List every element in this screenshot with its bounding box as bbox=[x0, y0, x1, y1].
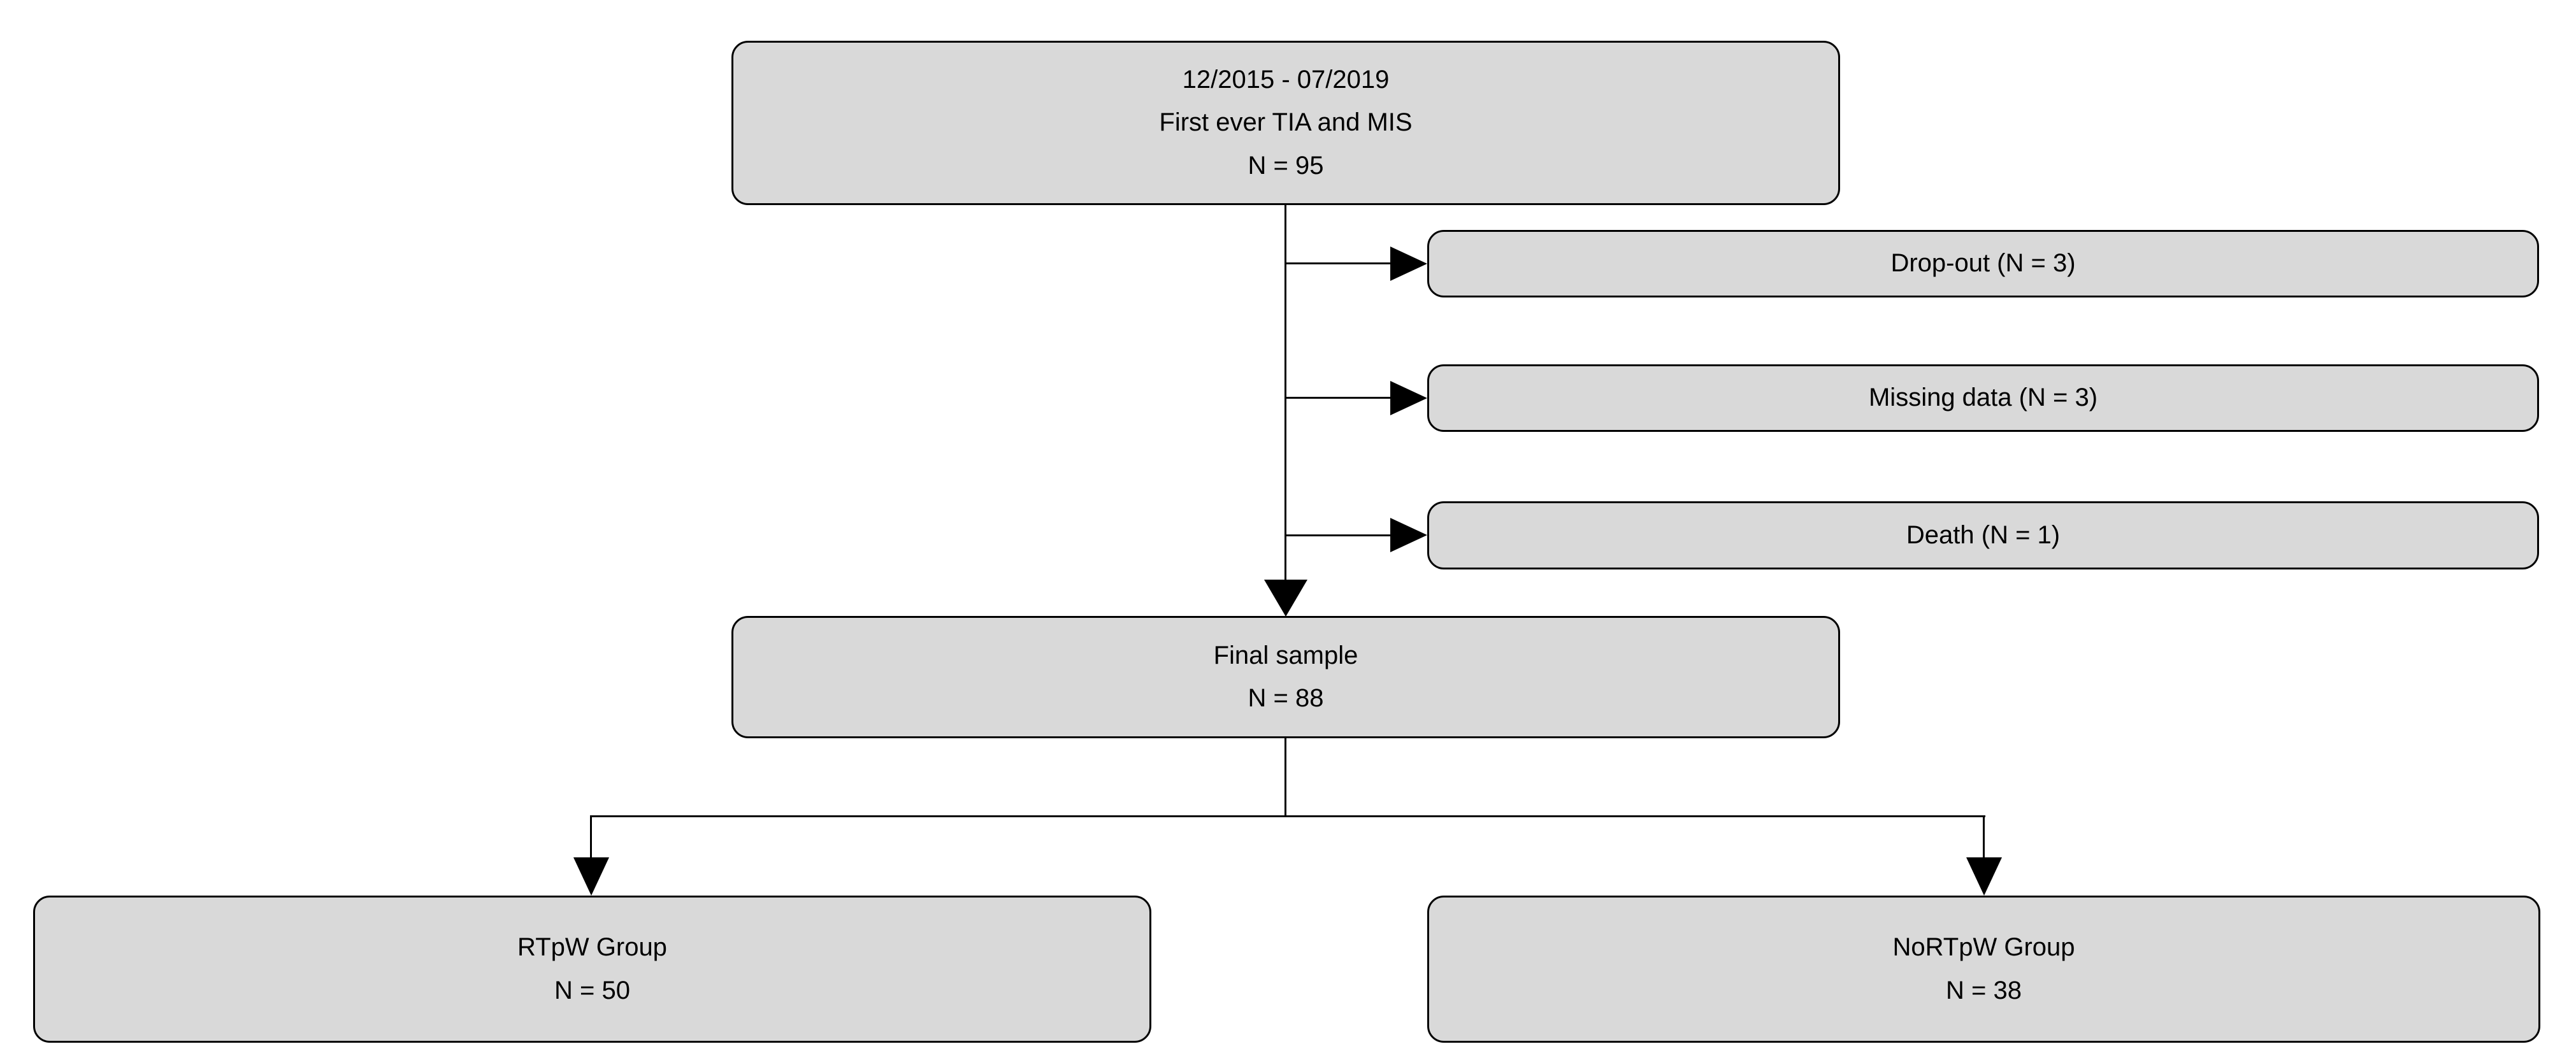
node-drop-out: Drop-out (N = 3) bbox=[1427, 230, 2539, 297]
arrow-down-icon bbox=[1264, 580, 1307, 617]
connector-source-to-final bbox=[1284, 205, 1286, 581]
node-first-ever-tia-mis-title: First ever TIA and MIS bbox=[1159, 108, 1413, 137]
connector-branch-missing-data bbox=[1284, 397, 1390, 399]
node-drop-out-label: Drop-out (N = 3) bbox=[1890, 249, 2076, 278]
connector-split-to-nortpw bbox=[1983, 815, 1985, 857]
connector-final-stem bbox=[1284, 738, 1286, 817]
node-final-sample-count: N = 88 bbox=[1248, 684, 1324, 712]
node-rtpw-group-title: RTpW Group bbox=[517, 933, 667, 962]
node-missing-data-label: Missing data (N = 3) bbox=[1868, 383, 2098, 412]
node-death: Death (N = 1) bbox=[1427, 501, 2539, 569]
node-rtpw-group: RTpW Group N = 50 bbox=[33, 896, 1151, 1043]
arrow-right-icon bbox=[1390, 518, 1427, 552]
connector-split-horizontal bbox=[590, 815, 1985, 817]
arrow-right-icon bbox=[1390, 247, 1427, 281]
arrow-down-icon bbox=[573, 857, 609, 896]
connector-branch-drop-out bbox=[1284, 262, 1390, 264]
node-nortpw-group-count: N = 38 bbox=[1946, 976, 2022, 1005]
node-first-ever-tia-mis-period: 12/2015 - 07/2019 bbox=[1182, 66, 1390, 94]
node-first-ever-tia-mis: 12/2015 - 07/2019 First ever TIA and MIS… bbox=[731, 41, 1840, 205]
node-nortpw-group: NoRTpW Group N = 38 bbox=[1427, 896, 2540, 1043]
node-rtpw-group-count: N = 50 bbox=[554, 976, 630, 1005]
connector-branch-death bbox=[1284, 534, 1390, 536]
node-missing-data: Missing data (N = 3) bbox=[1427, 364, 2539, 432]
node-final-sample-title: Final sample bbox=[1213, 641, 1358, 669]
connector-split-to-rtpw bbox=[590, 815, 592, 857]
arrow-right-icon bbox=[1390, 381, 1427, 415]
node-nortpw-group-title: NoRTpW Group bbox=[1892, 933, 2075, 962]
arrow-down-icon bbox=[1966, 857, 2002, 896]
node-first-ever-tia-mis-count: N = 95 bbox=[1248, 151, 1324, 180]
node-death-label: Death (N = 1) bbox=[1906, 520, 2061, 549]
node-final-sample: Final sample N = 88 bbox=[731, 616, 1840, 738]
